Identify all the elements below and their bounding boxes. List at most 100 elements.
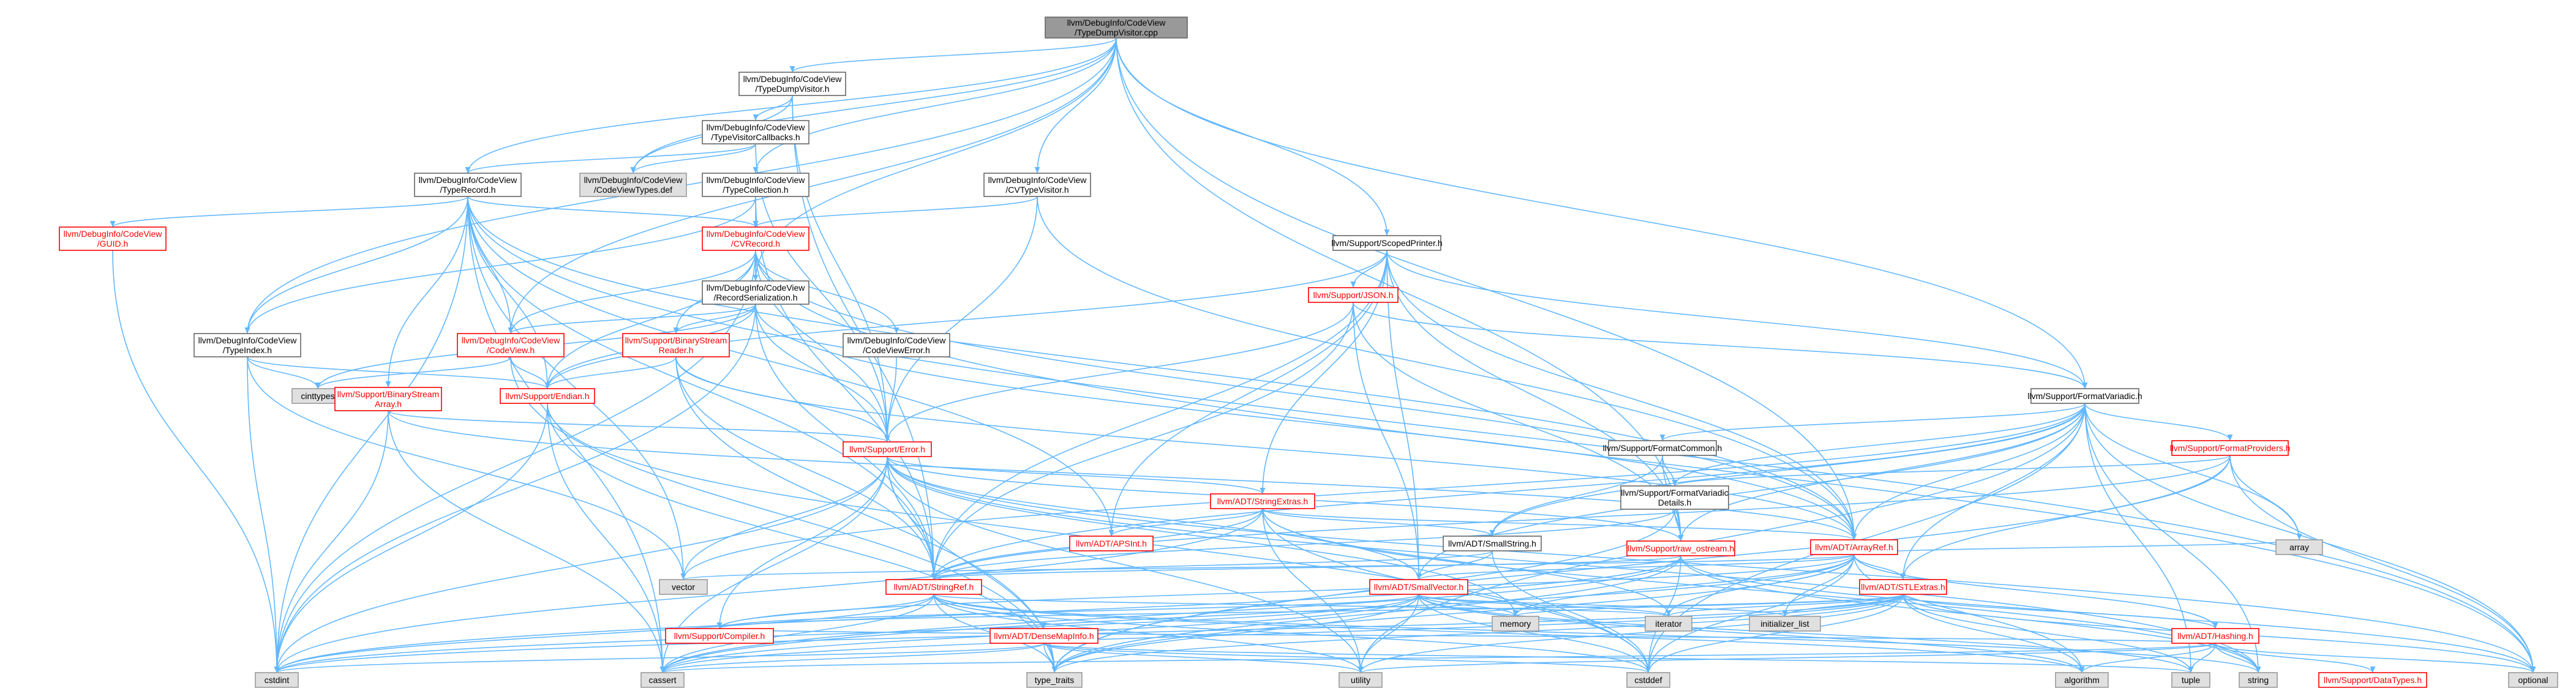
edge-typerec-to-guid xyxy=(110,196,468,228)
node-box xyxy=(885,579,982,595)
edge-error-to-vector xyxy=(680,456,888,580)
node-box xyxy=(414,173,522,197)
edge-densemapinfo-to-cstdint xyxy=(274,643,1045,673)
node-codeview[interactable]: llvm/DebugInfo/CodeView/CodeView.h xyxy=(457,333,565,357)
node-hashing[interactable]: llvm/ADT/Hashing.h xyxy=(2171,628,2259,644)
node-label: llvm/DebugInfo/CodeView xyxy=(707,283,806,293)
node-stringref[interactable]: llvm/ADT/StringRef.h xyxy=(885,579,982,595)
edge-json-to-error xyxy=(884,302,1354,443)
node-label: llvm/ADT/SmallString.h xyxy=(1448,539,1536,548)
node-root[interactable]: llvm/DebugInfo/CodeView/TypeDumpVisitor.… xyxy=(1045,17,1188,39)
node-label: /TypeCollection.h xyxy=(723,185,788,195)
edge-arrayref-to-array xyxy=(1853,539,2302,555)
edge-smallvector-to-typetraits xyxy=(1051,594,1419,673)
node-typeindex[interactable]: llvm/DebugInfo/CodeView/TypeIndex.h xyxy=(193,333,301,357)
edge-formatvariadic-to-optional xyxy=(2084,403,2536,673)
edge-recser-to-codeview xyxy=(508,304,756,334)
edge-stringref-to-cassert xyxy=(659,594,934,673)
node-label: /TypeIndex.h xyxy=(223,345,272,355)
node-box xyxy=(1339,672,1383,688)
node-label: llvm/Support/raw_ostream.h xyxy=(1628,543,1734,553)
edge-bsa-to-error xyxy=(388,410,890,443)
node-formatproviders[interactable]: llvm/Support/FormatProviders.h xyxy=(2170,440,2291,456)
node-box xyxy=(702,226,809,251)
node-smallvector[interactable]: llvm/ADT/SmallVector.h xyxy=(1369,579,1468,595)
node-cvtypesdef: llvm/DebugInfo/CodeView/CodeViewTypes.de… xyxy=(579,173,687,197)
edge-typerec-to-vector xyxy=(467,196,686,580)
node-smallstring[interactable]: llvm/ADT/SmallString.h xyxy=(1443,536,1542,551)
node-tdv_h[interactable]: llvm/DebugInfo/CodeView/TypeDumpVisitor.… xyxy=(738,72,846,96)
node-box xyxy=(255,672,299,688)
node-box xyxy=(1045,17,1188,39)
edge-formatproviders-to-stlextras xyxy=(1900,455,2231,580)
edge-error-to-smallvector xyxy=(887,456,1422,580)
edge-recser-to-bsr xyxy=(673,304,756,334)
edge-root-to-formatvariadic xyxy=(1116,37,2088,389)
node-arrayref[interactable]: llvm/ADT/ArrayRef.h xyxy=(1810,539,1898,555)
node-typecoll[interactable]: llvm/DebugInfo/CodeView/TypeCollection.h xyxy=(702,173,809,197)
edge-densemapinfo-to-cstddef xyxy=(1043,643,1651,673)
edge-hashing-to-cassert xyxy=(660,643,2216,673)
edge-error-to-string xyxy=(887,456,2261,673)
node-box xyxy=(1210,493,1315,509)
node-typerec[interactable]: llvm/DebugInfo/CodeView/TypeRecord.h xyxy=(414,173,522,197)
node-label: llvm/DebugInfo/CodeView xyxy=(584,175,683,185)
node-label: cstdint xyxy=(265,675,290,685)
edge-hashing-to-datatypes xyxy=(2215,643,2376,673)
edge-root-to-typecoll xyxy=(753,37,1117,174)
node-stringextras[interactable]: llvm/ADT/StringExtras.h xyxy=(1210,493,1315,509)
edge-rawostream-to-cassert xyxy=(659,555,1681,673)
node-formatcommon[interactable]: llvm/Support/FormatCommon.h xyxy=(1603,440,1722,456)
node-endian[interactable]: llvm/Support/Endian.h xyxy=(500,388,595,404)
node-label: llvm/ADT/Hashing.h xyxy=(2177,631,2253,641)
node-compiler[interactable]: llvm/Support/Compiler.h xyxy=(665,628,774,644)
edge-json-to-stringref xyxy=(931,302,1354,580)
edge-formatvariadic-to-formatcommon xyxy=(1659,403,2086,441)
edge-bsa-to-arrayref xyxy=(388,410,1857,540)
edge-smallvector-to-cstdint xyxy=(274,594,1419,673)
edge-formatvariadic-to-string xyxy=(2084,403,2261,673)
node-label: string xyxy=(2248,675,2269,685)
node-formatvariadic[interactable]: llvm/Support/FormatVariadic.h xyxy=(2027,388,2142,404)
node-label: llvm/Support/FormatCommon.h xyxy=(1603,443,1722,453)
node-box xyxy=(1069,536,1154,551)
node-cvtypevis[interactable]: llvm/DebugInfo/CodeView/CVTypeVisitor.h xyxy=(983,173,1091,197)
edge-typecoll-to-stringref xyxy=(755,196,937,580)
node-label: initializer_list xyxy=(1760,619,1809,629)
node-recser[interactable]: llvm/DebugInfo/CodeView/RecordSerializat… xyxy=(702,280,809,305)
edge-stringextras-to-arrayref xyxy=(1262,508,1857,540)
edge-scopedpr-to-endian xyxy=(544,250,1388,389)
node-datatypes[interactable]: llvm/Support/DataTypes.h xyxy=(2318,672,2427,688)
node-label: /CodeViewError.h xyxy=(863,345,929,355)
node-box xyxy=(59,226,167,251)
node-box xyxy=(2171,672,2210,688)
node-label: llvm/DebugInfo/CodeView xyxy=(64,229,163,239)
node-label: llvm/DebugInfo/CodeView xyxy=(1067,18,1166,28)
node-densemapinfo[interactable]: llvm/ADT/DenseMapInfo.h xyxy=(989,628,1098,644)
edge-recser-to-cstdint xyxy=(274,304,756,673)
node-rawostream[interactable]: llvm/Support/raw_ostream.h xyxy=(1626,540,1735,556)
edge-stringextras-to-smallstring xyxy=(1262,508,1495,537)
edge-root-to-rawostream xyxy=(1116,37,1684,542)
node-error[interactable]: llvm/Support/Error.h xyxy=(843,441,932,457)
node-cvrecord[interactable]: llvm/DebugInfo/CodeView/CVRecord.h xyxy=(702,226,809,251)
edge-stringref-to-string xyxy=(933,594,2261,673)
edge-rawostream-to-stringref xyxy=(931,555,1681,580)
node-tvc[interactable]: llvm/DebugInfo/CodeView/TypeVisitorCallb… xyxy=(702,120,809,144)
edge-endian-to-cstdint xyxy=(274,403,548,673)
edge-arrayref-to-cassert xyxy=(659,554,1855,673)
node-scopedpr[interactable]: llvm/Support/ScopedPrinter.h xyxy=(1331,235,1443,251)
node-stlextras[interactable]: llvm/ADT/STLExtras.h xyxy=(1859,579,1947,595)
node-json[interactable]: llvm/Support/JSON.h xyxy=(1308,287,1399,303)
node-cverror[interactable]: llvm/DebugInfo/CodeView/CodeViewError.h xyxy=(843,333,950,357)
node-box xyxy=(1645,616,1692,632)
edge-densemapinfo-to-cassert xyxy=(659,643,1045,673)
edge-arrayref-to-hashing xyxy=(1853,554,2218,629)
node-guid[interactable]: llvm/DebugInfo/CodeView/GUID.h xyxy=(59,226,167,251)
node-apsint[interactable]: llvm/ADT/APSInt.h xyxy=(1069,536,1154,551)
node-box xyxy=(659,579,708,595)
node-label: llvm/Support/JSON.h xyxy=(1313,290,1394,300)
